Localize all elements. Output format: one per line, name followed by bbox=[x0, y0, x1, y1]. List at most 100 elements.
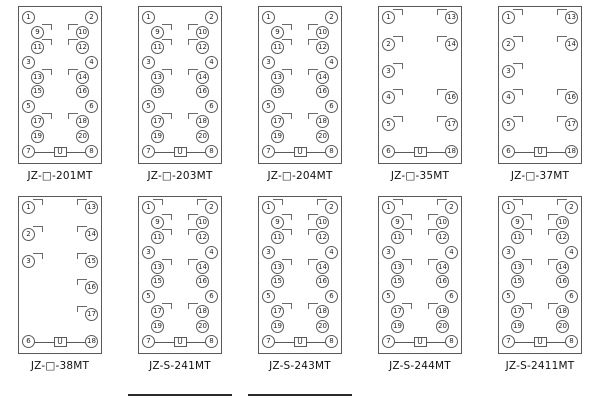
terminal: 15 bbox=[271, 85, 284, 99]
terminal: 13 bbox=[31, 68, 52, 84]
terminal: 3 bbox=[262, 55, 275, 69]
terminal: 9 bbox=[271, 23, 292, 39]
terminal: 17 bbox=[271, 113, 292, 129]
terminal: 8 bbox=[85, 145, 98, 159]
terminal: 19 bbox=[271, 130, 284, 143]
terminal: 14 bbox=[68, 68, 89, 84]
terminal: 13 bbox=[437, 9, 458, 24]
terminal: 17 bbox=[31, 113, 52, 129]
u-terminal: U bbox=[293, 146, 307, 157]
terminal: 10 bbox=[428, 213, 449, 229]
terminal: 15 bbox=[77, 252, 98, 268]
terminal-row: 11 12 bbox=[262, 228, 338, 244]
terminal: 20 bbox=[436, 320, 449, 333]
terminal: 12 bbox=[188, 228, 209, 244]
terminal: 3 bbox=[502, 62, 523, 78]
terminal: 9 bbox=[151, 23, 172, 39]
terminal: 13 bbox=[271, 258, 292, 274]
terminal: 18 bbox=[308, 303, 329, 319]
terminal: 6 bbox=[85, 100, 98, 114]
terminal: 7 bbox=[142, 145, 155, 159]
terminal: 19 bbox=[271, 320, 284, 333]
terminal: 3 bbox=[382, 62, 403, 78]
terminal: 8 bbox=[565, 335, 578, 349]
terminal: 8 bbox=[205, 145, 218, 159]
terminal: 6 bbox=[502, 145, 515, 159]
terminal-row: 3 bbox=[502, 62, 578, 78]
terminal: 14 bbox=[437, 35, 458, 51]
terminal: 4 bbox=[205, 55, 218, 69]
terminal: 8 bbox=[325, 145, 338, 159]
u-terminal: U bbox=[53, 336, 67, 347]
terminal: 16 bbox=[316, 85, 329, 99]
terminal: 11 bbox=[271, 228, 292, 244]
terminal: 5 bbox=[502, 290, 515, 304]
terminal: 10 bbox=[548, 213, 569, 229]
terminal: 6 bbox=[22, 335, 35, 349]
terminal: 1 bbox=[382, 9, 403, 24]
terminal: 12 bbox=[308, 228, 329, 244]
terminal: 17 bbox=[511, 303, 532, 319]
terminal: 12 bbox=[188, 38, 209, 54]
terminal: 18 bbox=[68, 113, 89, 129]
terminal-row: 13 14 bbox=[22, 68, 98, 84]
terminal: 5 bbox=[262, 290, 275, 304]
terminal: 1 bbox=[262, 199, 283, 214]
terminal: 17 bbox=[151, 113, 172, 129]
terminal: 14 bbox=[557, 35, 578, 51]
terminal: 6 bbox=[325, 290, 338, 304]
panel-label: JZ-S-244MT bbox=[389, 360, 451, 372]
terminal-row: 3 bbox=[382, 62, 458, 78]
terminal: 12 bbox=[68, 38, 89, 54]
terminal: 4 bbox=[205, 245, 218, 259]
terminal: 3 bbox=[142, 245, 155, 259]
terminal: 10 bbox=[188, 23, 209, 39]
terminal: 6 bbox=[382, 145, 395, 159]
terminal: 13 bbox=[557, 9, 578, 24]
terminal: 9 bbox=[271, 213, 292, 229]
terminal: 6 bbox=[445, 290, 458, 304]
terminal: 2 bbox=[437, 199, 458, 214]
terminal: 10 bbox=[188, 213, 209, 229]
terminal: 1 bbox=[262, 11, 275, 24]
panel-label: JZ-S-243MT bbox=[269, 360, 331, 372]
terminal: 19 bbox=[31, 130, 44, 143]
terminal: 14 bbox=[188, 258, 209, 274]
terminal: 5 bbox=[262, 100, 275, 114]
terminal: 4 bbox=[325, 245, 338, 259]
